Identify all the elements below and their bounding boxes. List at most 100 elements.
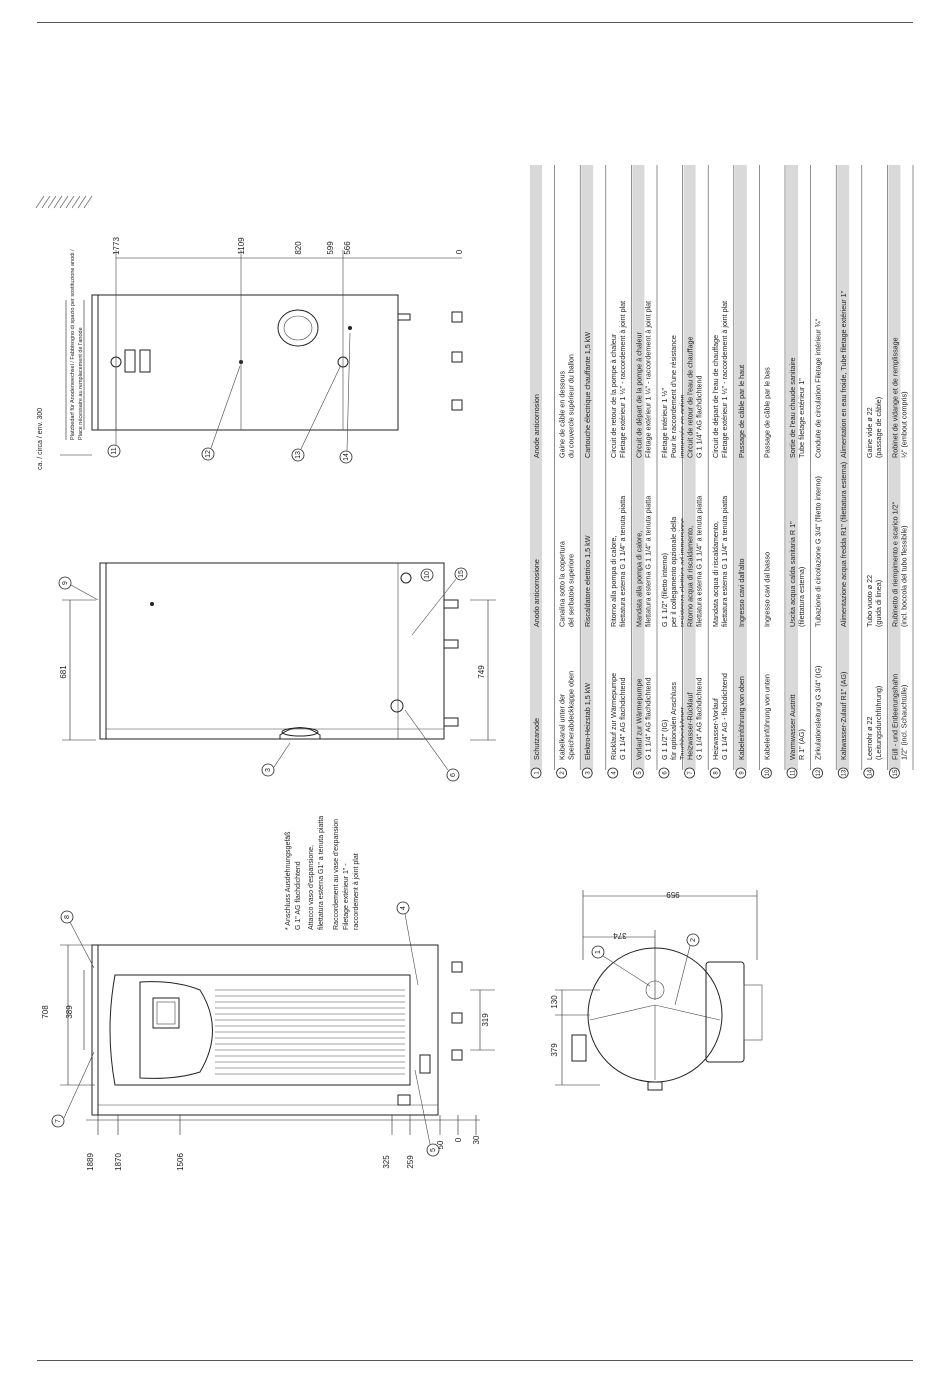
- legend-text: filettatura esterna G 1 1/4" a tenuta pi…: [618, 496, 627, 627]
- legend-text: Rubinetto di riempimento e scarico 1/2": [890, 501, 899, 627]
- legend-number: 10: [765, 769, 771, 776]
- legend-number: 4: [611, 771, 617, 775]
- legend-text: Heizwasser-Rücklauf: [686, 692, 695, 760]
- legend-text: Circuit de départ de la pompe à chaleur: [634, 332, 643, 458]
- legend-text: Ingresso cavi dal basso: [762, 552, 771, 627]
- legend-number-circle: [530, 767, 542, 779]
- legend-number-circle: [863, 767, 875, 779]
- side-dim-749: 749: [477, 665, 486, 679]
- callout-12: 12: [205, 450, 212, 458]
- callout-9: 9: [62, 581, 69, 585]
- legend-text: filettatura esterna G 1 1/4" a tenuta pi…: [695, 496, 704, 627]
- front-dim-0: 0: [454, 1137, 463, 1142]
- top-dim-379: 379: [550, 1043, 559, 1057]
- legend-number-circle: [889, 767, 900, 779]
- legend-text: Passage de câble par le bas: [762, 367, 771, 458]
- legend-number: 1: [535, 771, 541, 775]
- legend-text: Kabeleinführung von unten: [762, 674, 771, 760]
- front-dim-1506: 1506: [176, 1153, 185, 1171]
- legend-text: Warmwasser Austritt: [788, 694, 797, 760]
- legend-number-circle: [684, 767, 695, 779]
- back-dim-599: 599: [326, 241, 335, 255]
- legend-text: G 1 1/4" AG flachdichtend: [695, 376, 704, 458]
- legend-text: Filetage extérieur 1 ¼" - raccordement à…: [643, 301, 652, 458]
- back-view-body: [97, 294, 399, 431]
- legend-text: (Leitungsdurchführung): [874, 686, 883, 760]
- top-dim-130: 130: [550, 995, 559, 1009]
- legend-text: für optionalen Anschluss: [669, 682, 678, 760]
- legend-number: 7: [688, 771, 694, 775]
- side-dim-681: 681: [59, 665, 68, 679]
- legend-row: 10 Kabeleinführung von unten Ingresso cavi…: [761, 367, 772, 779]
- legend-text: Riscaldatore elettrico 1,5 kW: [583, 535, 592, 627]
- legend-number-circle: [709, 767, 721, 779]
- top-dim-959: 959: [666, 890, 680, 899]
- back-dim-820: 820: [294, 241, 303, 255]
- bottom-rule: [37, 1360, 913, 1361]
- panel-ribs: [215, 989, 405, 1075]
- legend-number-circle: [761, 767, 772, 779]
- legend-text: immergée en option: [678, 394, 687, 458]
- wall-hatch: [35, 195, 93, 209]
- legend-number-circle: [658, 767, 670, 779]
- back-dim-1773: 1773: [112, 237, 121, 255]
- front-panel: [109, 974, 411, 1086]
- top-dim-374: 374: [613, 931, 627, 940]
- legend-text: Pour le raccordement d'une résistance: [669, 335, 678, 458]
- legend-text: Leerrohr ø 22: [865, 716, 874, 760]
- legend-number: 5: [637, 771, 643, 775]
- footnote: * Anschluss Ausdehnungsgefäß G 1" AG fla…: [285, 816, 360, 930]
- legend-text: Vorlauf zur Wärmepumpe: [634, 679, 643, 761]
- legend-number: 11: [791, 769, 797, 776]
- legend-text: Tubazione di circolazione G 3/4" (filett…: [814, 476, 823, 627]
- legend-text: per il collegamento opzionale della: [669, 517, 678, 627]
- legend-text: G 1 1/2" (filetto interno): [660, 553, 669, 627]
- side-view-body: [105, 562, 445, 740]
- front-dim-30: 30: [472, 1135, 481, 1144]
- callout-14: 14: [343, 453, 350, 461]
- legend-text: Mandata acqua di riscaldamento,: [711, 521, 720, 627]
- legend-text: Circuit de départ de l'eau de chauffage: [711, 335, 720, 458]
- callout-1: 1: [595, 950, 602, 954]
- legend-text: G 1 1/4" AG flachdichtend: [643, 678, 652, 760]
- legend-text: R 1" (AG): [797, 729, 806, 760]
- legend-number: 14: [867, 769, 873, 776]
- legend-text: filettatura esterna G 1 1/4" a tenuta pi…: [643, 496, 652, 627]
- legend-text: G 1 1/4" AG flachdichtend: [618, 678, 627, 760]
- legend-text: (incl. boccola del tubo flessibile): [899, 526, 908, 627]
- legend-text: Speicherabdeckkappe oben: [567, 671, 576, 760]
- legend-text: Filetage extérieur 1 ¼" - raccordement à…: [618, 301, 627, 458]
- legend-text: Robinet de vidange et de remplissage: [890, 337, 899, 458]
- back-view: 1773 1109 820 599 566 0 ca. / circa / en…: [35, 195, 464, 470]
- legend-row-band: [734, 165, 747, 770]
- callout-6: 6: [450, 773, 457, 777]
- front-dim-708: 708: [41, 1005, 50, 1019]
- legend-number-circle: [735, 767, 747, 779]
- front-dim-259: 259: [406, 1155, 415, 1169]
- front-dim-325: 325: [382, 1155, 391, 1169]
- legend-number-circle: [786, 767, 798, 779]
- legend-text: Passage de câble par le haut: [737, 365, 746, 458]
- legend-text: du couvercle supérieur du ballon: [567, 354, 576, 458]
- legend-text: G 1 1/4" AG flachdichtend: [695, 678, 704, 760]
- legend-text: Gaine de câble en dessous: [558, 370, 567, 458]
- legend-row-band: [530, 165, 542, 770]
- legend-text: (passage de câble): [874, 397, 883, 458]
- legend-number-circle: [607, 767, 619, 779]
- legend-row-band: [683, 165, 696, 770]
- legend-number-circle: [812, 767, 823, 779]
- legend-text: Circuit de retour de la pompe à chaleur: [609, 333, 618, 458]
- callout-3: 3: [265, 768, 272, 772]
- hatch-line: [59, 195, 69, 209]
- front-dim-389: 389: [65, 1005, 74, 1019]
- legend-text: Füll - und Entleerungshahn: [890, 674, 899, 760]
- hatch-line: [53, 195, 63, 209]
- legend-text: Filetage intérieur 1 ½": [660, 387, 669, 458]
